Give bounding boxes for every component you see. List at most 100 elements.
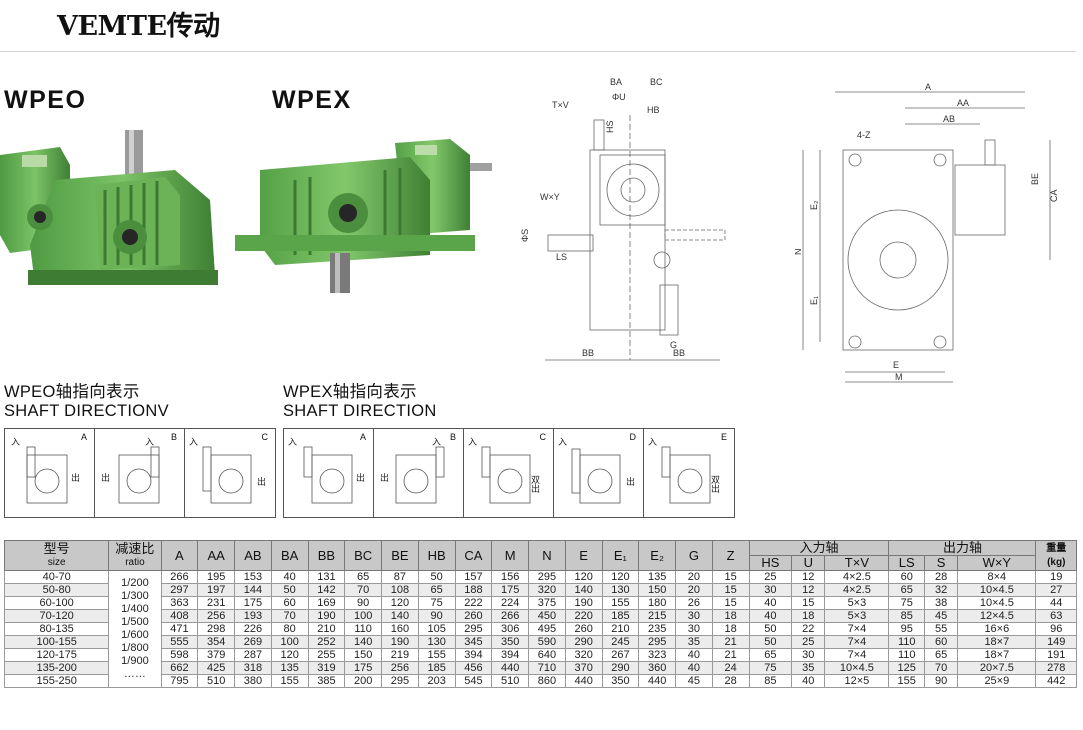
cell-weight: 96: [1035, 622, 1077, 636]
cell-dimension: 75: [417, 596, 456, 610]
cell-dimension: 140: [381, 609, 419, 623]
input-label: 入: [288, 437, 297, 448]
cell-dimension: 224: [491, 596, 530, 610]
header-col: E₁: [601, 540, 640, 571]
label-ca: CA: [1049, 189, 1059, 202]
header-size-cn: 型号: [43, 540, 70, 556]
ratio-value: ……: [123, 668, 146, 680]
cell-input-shaft: 7×4: [824, 635, 890, 649]
direction-letter: B: [449, 432, 456, 442]
cell-dimension: 380: [234, 674, 272, 688]
cell-dimension: 231: [197, 596, 236, 610]
wpex-direction-a: A 入 出: [284, 429, 374, 517]
header-ratio-cn: 减速比: [115, 540, 155, 556]
cell-dimension: 20: [675, 570, 713, 584]
cell-size: 135-200: [3, 661, 110, 675]
cell-dimension: 295: [454, 622, 493, 636]
cell-input-shaft: 40: [748, 609, 793, 623]
cell-dimension: 80: [270, 622, 309, 636]
cell-weight: 19: [1035, 570, 1077, 584]
cell-input-shaft: 4×2.5: [824, 583, 890, 597]
cell-dimension: 440: [491, 661, 530, 675]
direction-sketch-icon: 入 出: [380, 437, 445, 504]
cell-dimension: 210: [601, 622, 640, 636]
header-col: Z: [711, 540, 750, 571]
cell-size: 120-175: [3, 648, 110, 662]
cell-input-shaft: 4×2.5: [824, 570, 890, 584]
cell-dimension: 320: [564, 648, 603, 662]
cell-weight: 442: [1035, 674, 1077, 688]
cell-weight: 27: [1035, 583, 1077, 597]
cell-dimension: 266: [160, 570, 199, 584]
cell-dimension: 60: [270, 596, 309, 610]
cell-dimension: 100: [344, 609, 383, 623]
wpex-direction-b: B 入 出: [374, 429, 464, 517]
cell-input-shaft: 18: [791, 609, 826, 623]
cell-dimension: 260: [564, 622, 603, 636]
cell-output-shaft: 20×7.5: [957, 661, 1037, 675]
wpeo-direction-a: A 入 出: [5, 429, 95, 517]
model-label-wpeo: WPEO: [4, 86, 87, 114]
cell-dimension: 385: [307, 674, 346, 688]
cell-dimension: 135: [270, 661, 309, 675]
direction-sketch-icon: 入 出: [558, 437, 635, 504]
cell-output-shaft: 110: [888, 635, 925, 649]
cell-dimension: 255: [307, 648, 346, 662]
cell-dimension: 375: [528, 596, 566, 610]
cell-dimension: 110: [344, 622, 383, 636]
header-col: BE: [381, 540, 419, 571]
cell-dimension: 156: [491, 570, 530, 584]
cell-dimension: 440: [638, 674, 677, 688]
cell-dimension: 70: [344, 583, 383, 597]
cell-dimension: 210: [307, 622, 346, 636]
cell-output-shaft: 10×4.5: [957, 596, 1037, 610]
label-phi-s: ΦS: [520, 229, 530, 242]
cell-dimension: 323: [638, 648, 677, 662]
label-m: M: [895, 372, 903, 382]
cell-dimension: 425: [197, 661, 236, 675]
wpex-shaft-title-en: SHAFT DIRECTION: [283, 402, 437, 420]
cell-output-shaft: 85: [888, 609, 925, 623]
ratio-value: 1/200: [121, 577, 149, 589]
cell-output-shaft: 75: [888, 596, 925, 610]
cell-dimension: 142: [307, 583, 346, 597]
cell-size: 40-70: [3, 570, 110, 584]
cell-dimension: 456: [454, 661, 493, 675]
cell-dimension: 290: [564, 635, 603, 649]
header-ratio-en: ratio: [125, 556, 145, 568]
cell-output-shaft: 55: [923, 622, 959, 636]
cell-dimension: 155: [601, 596, 640, 610]
ratio-value: 1/900: [121, 655, 149, 667]
cell-output-shaft: 32: [923, 583, 959, 597]
cell-output-shaft: 28: [923, 570, 959, 584]
cell-input-shaft: 5×3: [824, 609, 890, 623]
header-col: CA: [454, 540, 493, 571]
cell-dimension: 15: [711, 570, 750, 584]
output-label: 双出: [709, 475, 720, 494]
cell-dimension: 175: [234, 596, 272, 610]
direction-letter: E: [720, 432, 727, 442]
cell-size: 50-80: [3, 583, 110, 597]
cell-dimension: 295: [528, 570, 566, 584]
header-input-shaft: 入力轴: [748, 540, 890, 556]
wpeo-direction-diagrams: A 入 出 B 入 出 C 入 出: [4, 428, 276, 518]
cell-weight: 149: [1035, 635, 1077, 649]
cell-dimension: 30: [675, 622, 713, 636]
cell-dimension: 394: [491, 648, 530, 662]
top-view-drawing: A AA AB 4-Z E₂ N E₁ BE CA E M: [795, 82, 1059, 383]
input-label: 入: [648, 437, 657, 448]
cell-dimension: 370: [564, 661, 603, 675]
header-col: BB: [307, 540, 346, 571]
input-label: 入: [11, 437, 20, 448]
cell-dimension: 28: [711, 674, 750, 688]
cell-dimension: 510: [491, 674, 530, 688]
cell-input-shaft: 85: [748, 674, 793, 688]
cell-dimension: 108: [381, 583, 419, 597]
cell-dimension: 193: [234, 609, 272, 623]
cell-dimension: 160: [381, 622, 419, 636]
